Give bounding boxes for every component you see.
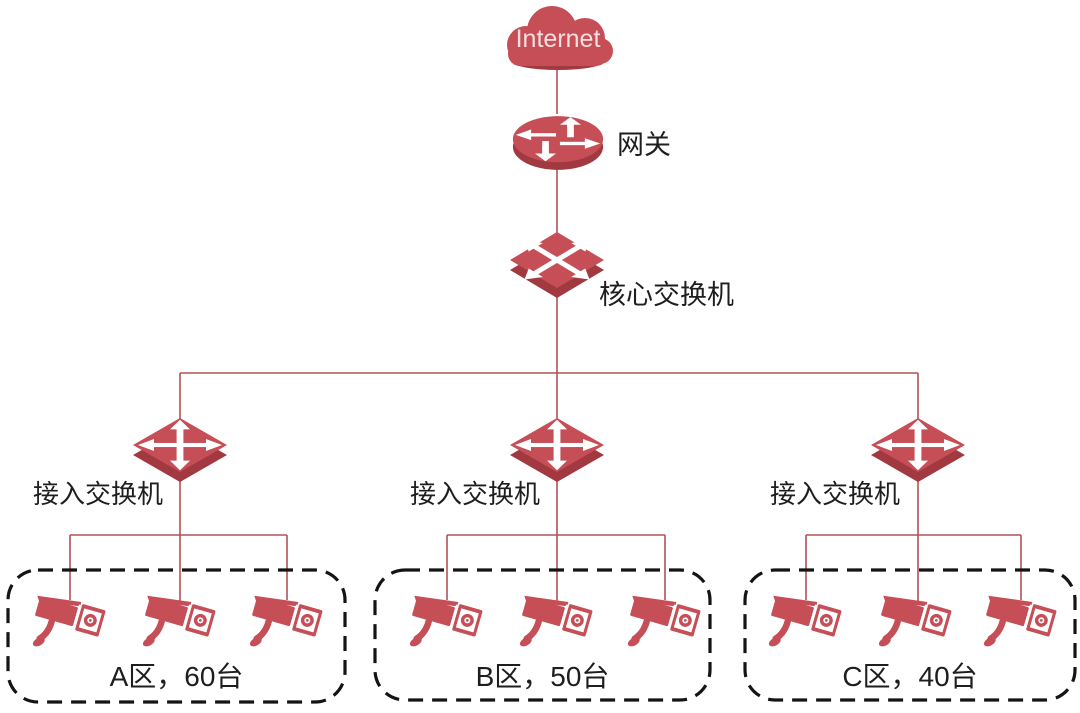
camera-icon: [878, 585, 954, 653]
camera-icon: [519, 585, 595, 653]
zone-b-boundary: [373, 568, 712, 702]
core-switch-icon: [504, 230, 610, 300]
zone-b-label: B区，50台: [475, 661, 610, 692]
camera-icon: [983, 585, 1059, 653]
camera-icon: [627, 585, 703, 653]
zone-a-boundary: [6, 568, 347, 704]
zone-b-camera-links: [446, 474, 666, 602]
internet-cloud-icon: Internet: [507, 6, 613, 70]
camera-icon: [32, 585, 108, 653]
gateway-router-icon: [510, 113, 606, 173]
zone-a-camera-links: [69, 474, 288, 602]
camera-icon: [768, 585, 844, 653]
camera-icon: [249, 585, 325, 653]
access-switch-a-label: 接入交换机: [33, 479, 164, 509]
camera-icon: [142, 585, 218, 653]
access-switch-c-icon: [868, 417, 968, 483]
gateway-label: 网关: [617, 130, 671, 160]
zone-c-boundary: [743, 568, 1077, 702]
access-switch-b-label: 接入交换机: [410, 479, 541, 509]
camera-icon: [409, 585, 485, 653]
zone-c-camera-links: [805, 474, 1022, 602]
access-switch-b-icon: [507, 417, 607, 483]
access-switch-c-label: 接入交换机: [770, 479, 901, 509]
core-switch-label: 核心交换机: [599, 280, 734, 310]
access-switch-a-icon: [130, 417, 230, 483]
internet-label: Internet: [516, 25, 601, 53]
zone-c-label: C区，40台: [842, 661, 978, 692]
zone-a-label: A区，60台: [109, 661, 244, 692]
